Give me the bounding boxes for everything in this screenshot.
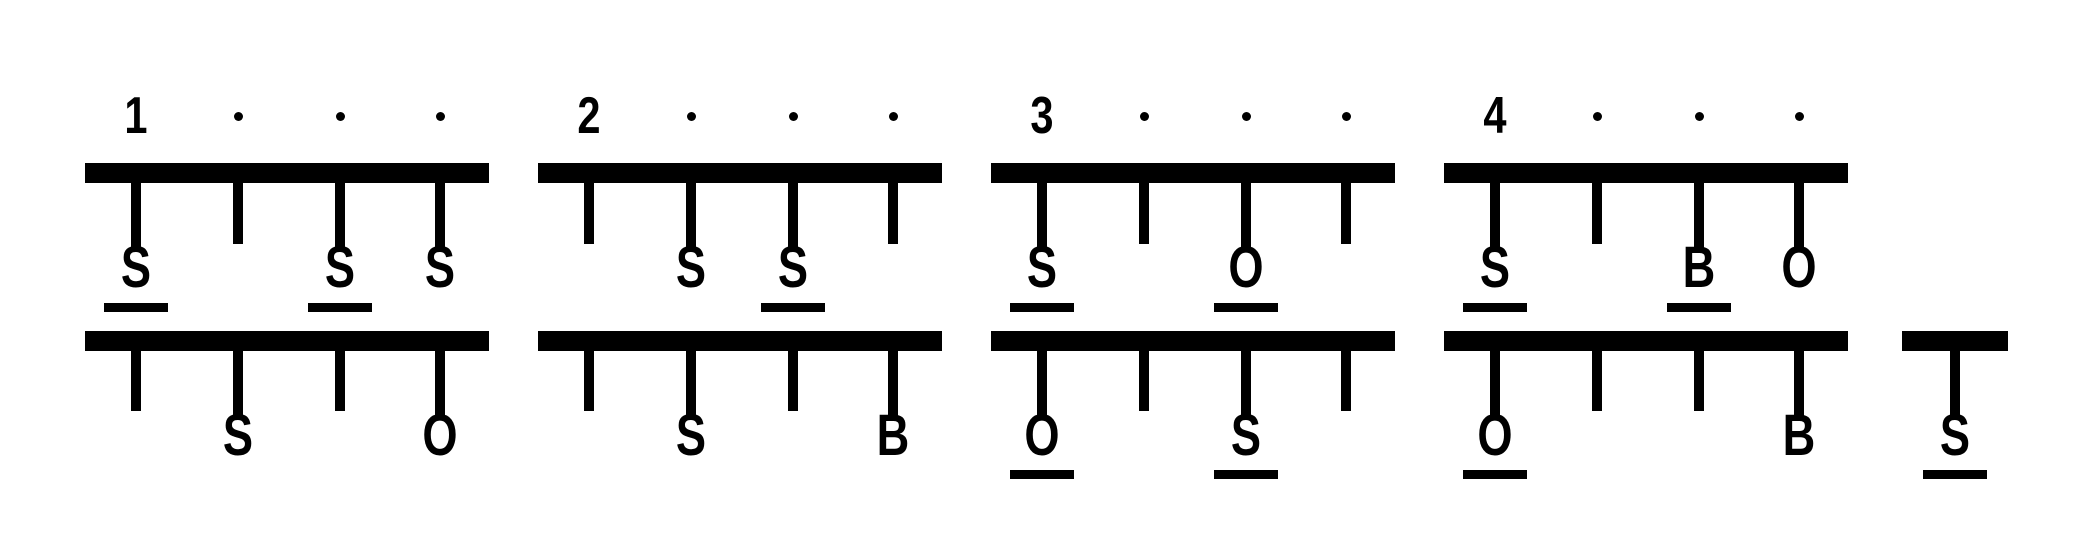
note-stem	[1037, 349, 1047, 418]
stroke-s-label: S	[777, 235, 809, 300]
stroke-b-label: B	[1682, 235, 1716, 300]
stroke-s-label: S	[675, 403, 707, 468]
note-stem	[1694, 181, 1704, 250]
note-stem	[1592, 181, 1602, 244]
beam	[991, 163, 1395, 183]
subdivision-dot	[1242, 112, 1251, 121]
stroke-o-label: O	[1477, 403, 1513, 468]
subdivision-dot	[1795, 112, 1804, 121]
stroke-o-label: O	[422, 403, 458, 468]
stroke-s-label: S	[120, 235, 152, 300]
note-stem	[1139, 349, 1149, 411]
note-stem	[584, 181, 594, 244]
note-stem	[888, 349, 898, 418]
stroke-s-label: S	[1479, 235, 1511, 300]
accent-underline	[1010, 303, 1074, 312]
note-stem	[233, 349, 243, 418]
beat-number: 3	[1030, 87, 1054, 145]
stroke-s-label: S	[222, 403, 254, 468]
subdivision-dot	[1140, 112, 1149, 121]
note-stem	[1694, 349, 1704, 411]
note-stem	[1341, 181, 1351, 244]
beam	[1444, 331, 1848, 351]
accent-underline	[1463, 470, 1527, 479]
subdivision-dot	[687, 112, 696, 121]
note-stem	[1794, 181, 1804, 250]
accent-underline	[1667, 303, 1731, 312]
stroke-s-label: S	[1939, 403, 1971, 468]
note-stem	[435, 181, 445, 250]
note-stem	[435, 349, 445, 418]
subdivision-dot	[336, 112, 345, 121]
stroke-o-label: O	[1024, 403, 1060, 468]
beam	[1902, 331, 2008, 351]
note-stem	[335, 349, 345, 411]
note-stem	[788, 181, 798, 250]
note-stem	[1037, 181, 1047, 250]
beam	[85, 163, 489, 183]
note-stem	[131, 181, 141, 250]
stroke-o-label: O	[1228, 235, 1264, 300]
accent-underline	[1463, 303, 1527, 312]
accent-underline	[1214, 470, 1278, 479]
accent-underline	[761, 303, 825, 312]
note-stem	[1341, 349, 1351, 411]
note-stem	[788, 349, 798, 411]
stroke-b-label: B	[1782, 403, 1816, 468]
beam	[538, 331, 942, 351]
subdivision-dot	[1342, 112, 1351, 121]
beam	[1444, 163, 1848, 183]
beat-number: 2	[577, 87, 601, 145]
beat-number: 4	[1483, 87, 1507, 145]
stroke-s-label: S	[324, 235, 356, 300]
note-stem	[1794, 349, 1804, 418]
beam	[538, 163, 942, 183]
note-stem	[584, 349, 594, 411]
accent-underline	[1923, 470, 1987, 479]
note-stem	[1490, 349, 1500, 418]
note-stem	[686, 181, 696, 250]
accent-underline	[1214, 303, 1278, 312]
accent-underline	[1010, 470, 1074, 479]
note-stem	[686, 349, 696, 418]
note-stem	[1950, 349, 1960, 418]
subdivision-dot	[889, 112, 898, 121]
stroke-s-label: S	[675, 235, 707, 300]
subdivision-dot	[1695, 112, 1704, 121]
stroke-s-label: S	[1026, 235, 1058, 300]
stroke-b-label: B	[876, 403, 910, 468]
note-stem	[1490, 181, 1500, 250]
accent-underline	[104, 303, 168, 312]
beam	[85, 331, 489, 351]
note-stem	[888, 181, 898, 244]
subdivision-dot	[436, 112, 445, 121]
subdivision-dot	[1593, 112, 1602, 121]
subdivision-dot	[234, 112, 243, 121]
note-stem	[131, 349, 141, 411]
note-stem	[1139, 181, 1149, 244]
subdivision-dot	[789, 112, 798, 121]
accent-underline	[308, 303, 372, 312]
note-stem	[1241, 181, 1251, 250]
stroke-s-label: S	[424, 235, 456, 300]
note-stem	[1592, 349, 1602, 411]
note-stem	[1241, 349, 1251, 418]
stroke-o-label: O	[1781, 235, 1817, 300]
note-stem	[233, 181, 243, 244]
beat-number: 1	[124, 87, 148, 145]
beam	[991, 331, 1395, 351]
note-stem	[335, 181, 345, 250]
stroke-s-label: S	[1230, 403, 1262, 468]
